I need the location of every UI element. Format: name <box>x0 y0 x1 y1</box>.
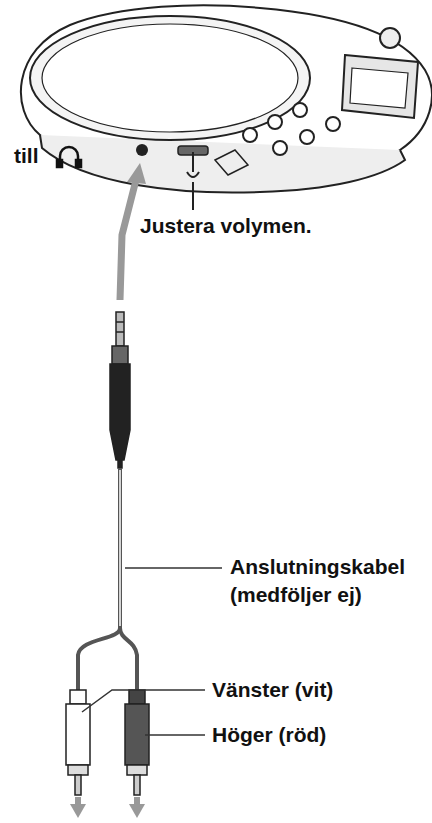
arrow-head <box>127 163 146 184</box>
label-text: Vänster (vit) <box>212 676 422 704</box>
label-text: Höger (röd) <box>212 721 422 749</box>
rca-plug-white <box>66 690 90 795</box>
leader-line <box>192 182 194 210</box>
cable <box>78 468 137 695</box>
rca-plug-red <box>125 690 149 795</box>
mini-plug <box>110 312 130 468</box>
connection-arrow <box>120 180 136 300</box>
leader-line <box>187 152 199 177</box>
label-text: Anslutningskabel (medföljer ej) <box>230 553 426 609</box>
leader-line <box>82 568 222 735</box>
label-text: till <box>14 142 58 170</box>
headphone-symbol <box>57 147 81 167</box>
output-arrow <box>70 797 145 818</box>
cd-player <box>21 5 432 192</box>
headphone-jack <box>136 144 148 156</box>
label-text: Justera volymen. <box>140 212 380 240</box>
